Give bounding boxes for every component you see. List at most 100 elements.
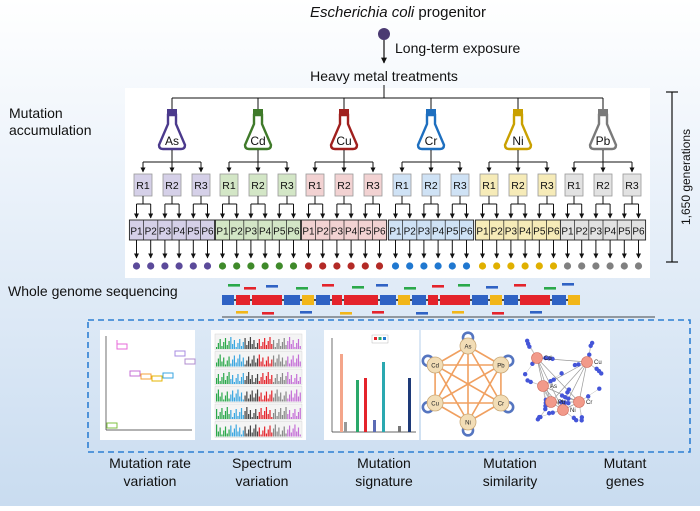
gene-node bbox=[525, 339, 529, 343]
population-label: P1 bbox=[561, 227, 574, 238]
spectrum-bar bbox=[220, 428, 221, 437]
genome-segment bbox=[568, 295, 580, 305]
similarity-node-label: Ni bbox=[465, 421, 471, 427]
spectrum-bar bbox=[278, 339, 279, 349]
spectrum-bar bbox=[230, 379, 231, 384]
spectrum-bar bbox=[218, 390, 219, 402]
population-dot bbox=[493, 262, 500, 269]
population-dot bbox=[592, 262, 599, 269]
sequence-read bbox=[562, 283, 574, 286]
population-label: P3 bbox=[590, 227, 603, 238]
population-dot bbox=[635, 262, 642, 269]
population-label: P5 bbox=[618, 227, 631, 238]
population-dot bbox=[319, 262, 326, 269]
gene-node bbox=[536, 417, 540, 421]
spectrum-bar bbox=[253, 382, 254, 384]
spectrum-bar bbox=[225, 396, 226, 402]
replicate-label: R3 bbox=[540, 180, 554, 192]
spectrum-bar bbox=[296, 359, 297, 367]
spectrum-bar bbox=[250, 395, 251, 402]
metal-symbol: As bbox=[165, 134, 179, 148]
spectrum-bar bbox=[259, 428, 260, 437]
spectrum-bar bbox=[284, 380, 285, 384]
gene-node bbox=[573, 363, 577, 367]
sequence-read bbox=[352, 286, 364, 289]
spectrum-bar bbox=[291, 375, 292, 384]
spectrum-bar bbox=[232, 375, 233, 384]
spectrum-bar bbox=[293, 429, 294, 437]
spectrum-bar bbox=[269, 410, 270, 419]
signature-bar bbox=[398, 426, 401, 432]
spectrum-bar bbox=[287, 372, 288, 384]
spectrum-bar bbox=[243, 415, 244, 419]
replicate-label: R1 bbox=[482, 180, 496, 192]
spectrum-bar bbox=[262, 415, 263, 419]
progenitor-node bbox=[378, 28, 390, 40]
spectrum-bar bbox=[262, 431, 263, 437]
population-dot bbox=[290, 262, 297, 269]
exposure-label: Long-term exposure bbox=[395, 40, 521, 56]
population-dot bbox=[536, 262, 543, 269]
spectrum-bar bbox=[275, 394, 276, 402]
population-dot bbox=[161, 262, 168, 269]
spectrum-bar bbox=[246, 407, 247, 419]
population-label: P1 bbox=[389, 227, 402, 238]
spectrum-bar bbox=[291, 417, 292, 419]
spectrum-bar bbox=[253, 413, 254, 419]
spectrum-bar bbox=[248, 372, 249, 384]
spectrum-bar bbox=[289, 364, 290, 367]
spectrum-bar bbox=[262, 358, 263, 367]
spectrum-row bbox=[215, 352, 302, 368]
population-dot bbox=[133, 262, 140, 269]
spectrum-bar bbox=[239, 397, 240, 402]
spectrum-bar bbox=[239, 412, 240, 419]
spectrum-bar bbox=[289, 395, 290, 402]
spectrum-bar bbox=[264, 427, 265, 437]
spectrum-bar bbox=[266, 345, 267, 349]
metal-symbol: Cr bbox=[425, 134, 438, 148]
genome-segment bbox=[428, 295, 438, 305]
spectrum-bar bbox=[257, 416, 258, 419]
metal-symbol: Pb bbox=[596, 134, 611, 148]
spectrum-bar bbox=[273, 340, 274, 349]
spectrum-bar bbox=[248, 341, 249, 349]
genome-segment bbox=[520, 295, 550, 305]
spectrum-bar bbox=[257, 359, 258, 367]
spectrum-bar bbox=[243, 358, 244, 367]
spectrum-bar bbox=[220, 412, 221, 419]
population-label: P4 bbox=[432, 227, 445, 238]
spectrum-bar bbox=[289, 337, 290, 349]
spectrum-bar bbox=[271, 344, 272, 349]
spectrum-bar bbox=[262, 342, 263, 349]
spectrum-bar bbox=[227, 361, 228, 367]
metal-symbol: Cu bbox=[336, 134, 351, 148]
spectrum-bar bbox=[237, 359, 238, 367]
spectrum-bar bbox=[236, 409, 237, 419]
population-label: P6 bbox=[632, 227, 645, 238]
spectrum-bar bbox=[300, 362, 301, 367]
population-label: P3 bbox=[245, 227, 258, 238]
spectrum-bar bbox=[239, 428, 240, 437]
spectrum-bar bbox=[273, 382, 274, 384]
spectrum-bar bbox=[232, 344, 233, 349]
gene-node bbox=[597, 387, 601, 391]
spectrum-bar bbox=[228, 430, 229, 437]
spectrum-bar bbox=[280, 408, 281, 419]
spectrum-bar bbox=[282, 415, 283, 419]
spectrum-bar bbox=[253, 429, 254, 437]
spectrum-bar bbox=[241, 393, 242, 402]
genome-segment bbox=[552, 295, 566, 305]
population-label: P4 bbox=[259, 227, 272, 238]
genome-segment bbox=[380, 295, 396, 305]
spectrum-bar bbox=[268, 357, 269, 367]
spectrum-bar bbox=[227, 376, 228, 384]
spectrum-bar bbox=[280, 393, 281, 402]
spectrum-bar bbox=[259, 397, 260, 402]
spectrum-bar bbox=[262, 400, 263, 402]
gene-node bbox=[586, 394, 590, 398]
spectrum-bar bbox=[293, 340, 294, 349]
replicate-label: R1 bbox=[567, 180, 581, 192]
population-dot bbox=[376, 262, 383, 269]
